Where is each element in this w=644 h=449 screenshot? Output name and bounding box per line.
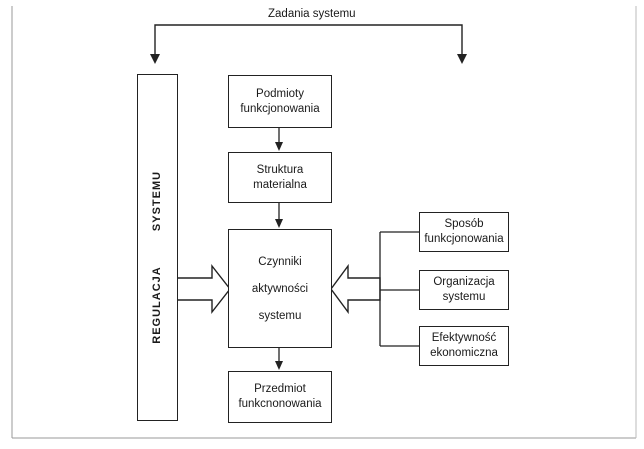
box-struktura: Struktura materialna	[228, 152, 332, 203]
box-efektywnosc-label: Efektywność ekonomiczna	[430, 332, 498, 359]
box-czynniki	[228, 229, 332, 348]
regulation-label-systemu: SYSTEMU	[151, 170, 163, 232]
arrowhead-struktura-czynniki	[275, 219, 283, 228]
arrowhead-czynniki-przedmiot	[275, 361, 283, 370]
box-sposob: Sposób funkcjonowania	[419, 212, 509, 252]
czynniki-line2: aktywności	[251, 283, 309, 295]
box-efektywnosc: Efektywność ekonomiczna	[419, 326, 509, 366]
box-przedmiot: Przedmiot funkcnonowania	[228, 371, 332, 423]
box-struktura-label: Struktura materialna	[253, 163, 307, 191]
top-label: Zadania systemu	[268, 8, 356, 20]
box-sposob-label: Sposób funkcjonowania	[424, 218, 504, 245]
top-bracket-line	[154, 24, 463, 56]
box-organizacja: Organizacja systemu	[419, 270, 509, 310]
box-organizacja-label: Organizacja systemu	[433, 276, 495, 303]
arrowhead-podmioty-struktura	[275, 142, 283, 151]
box-podmioty-label: Podmioty funkcjonowania	[240, 87, 320, 115]
regulation-hollow-arrow	[176, 263, 231, 315]
regulation-box	[137, 74, 178, 421]
right-hollow-arrow	[330, 263, 381, 315]
czynniki-line1: Czynniki	[258, 256, 302, 268]
top-left-arrowhead	[150, 54, 160, 64]
regulation-label-regulacja: REGULACJA	[151, 266, 163, 344]
top-right-arrowhead	[457, 54, 467, 64]
box-podmioty: Podmioty funkcjonowania	[228, 75, 332, 128]
czynniki-line3: systemu	[258, 310, 302, 322]
box-przedmiot-label: Przedmiot funkcnonowania	[238, 383, 322, 410]
